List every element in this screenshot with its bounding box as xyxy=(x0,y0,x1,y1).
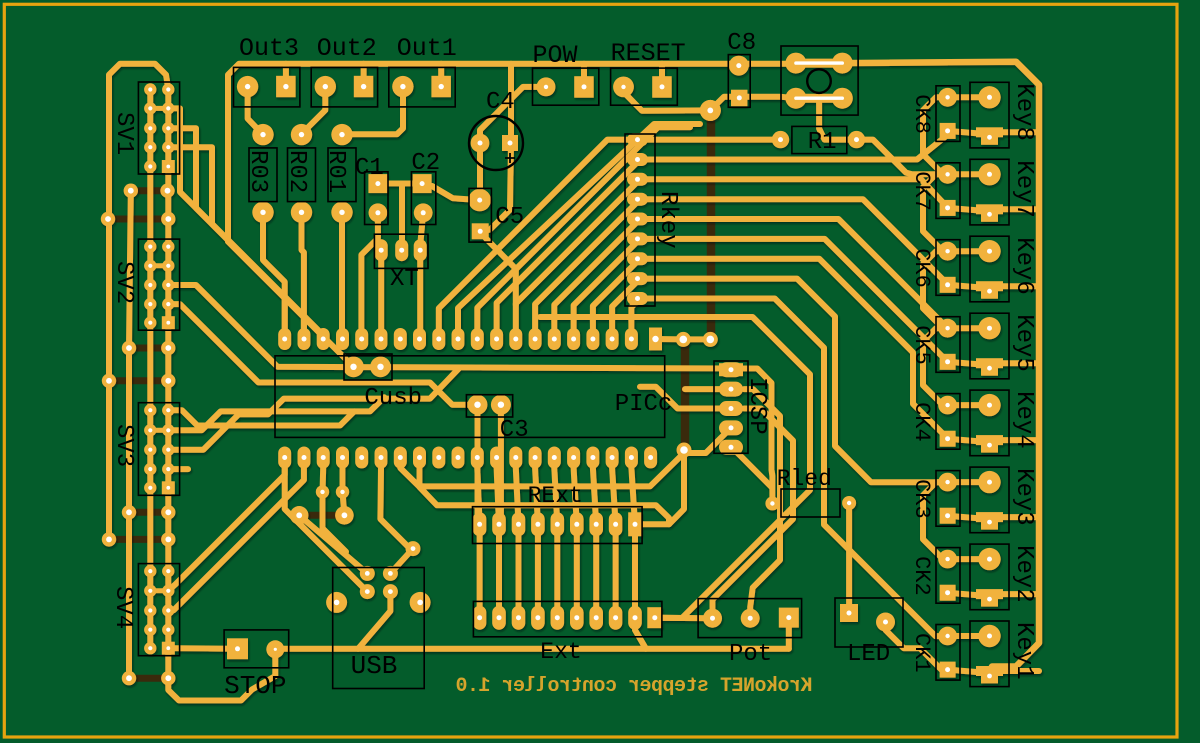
svg-text:CK1: CK1 xyxy=(909,633,934,673)
svg-text:Key4: Key4 xyxy=(1010,391,1037,449)
svg-text:PICc: PICc xyxy=(615,391,673,418)
svg-text:Key2: Key2 xyxy=(1010,545,1037,603)
svg-text:R01: R01 xyxy=(322,150,349,193)
svg-text:Rkey: Rkey xyxy=(654,191,681,249)
svg-text:SV1: SV1 xyxy=(110,112,137,155)
svg-text:SV4: SV4 xyxy=(109,586,136,629)
svg-text:RESET: RESET xyxy=(611,39,686,68)
svg-text:STOP: STOP xyxy=(224,671,286,701)
svg-text:KrokoNET stepper controller 1.: KrokoNET stepper controller 1.0 xyxy=(456,675,813,698)
svg-text:R03: R03 xyxy=(244,150,271,193)
svg-text:C3: C3 xyxy=(500,417,529,444)
svg-text:Rled: Rled xyxy=(777,466,832,492)
svg-text:C5: C5 xyxy=(495,204,524,231)
svg-text:POW: POW xyxy=(533,41,578,70)
svg-text:CK6: CK6 xyxy=(909,248,934,288)
svg-text:ICSP: ICSP xyxy=(743,377,770,435)
svg-text:Key3: Key3 xyxy=(1010,468,1037,526)
svg-text:Key6: Key6 xyxy=(1010,237,1037,295)
svg-text:R1: R1 xyxy=(808,129,837,156)
svg-text:LED: LED xyxy=(847,641,890,668)
svg-text:Key8: Key8 xyxy=(1010,83,1037,141)
svg-text:CK8: CK8 xyxy=(909,94,934,134)
svg-text:C1: C1 xyxy=(355,155,384,182)
svg-text:Out1: Out1 xyxy=(397,34,457,63)
svg-text:USB: USB xyxy=(351,651,398,681)
svg-text:Key7: Key7 xyxy=(1010,160,1037,218)
svg-text:Pot: Pot xyxy=(729,641,772,668)
svg-text:C8: C8 xyxy=(727,30,756,57)
svg-text:XT: XT xyxy=(390,266,419,293)
svg-text:Ext: Ext xyxy=(540,639,581,665)
svg-text:SV2: SV2 xyxy=(110,261,137,304)
svg-text:SV3: SV3 xyxy=(110,424,137,467)
svg-text:CK3: CK3 xyxy=(909,479,934,519)
svg-text:Key1: Key1 xyxy=(1010,622,1037,680)
svg-text:Out2: Out2 xyxy=(317,34,377,63)
svg-text:R02: R02 xyxy=(283,150,310,193)
svg-text:CK4: CK4 xyxy=(909,402,934,442)
svg-text:Out3: Out3 xyxy=(239,34,299,63)
svg-text:RExt: RExt xyxy=(528,483,583,509)
svg-text:CK5: CK5 xyxy=(909,325,934,365)
svg-text:CK7: CK7 xyxy=(909,171,934,211)
svg-text:C4: C4 xyxy=(486,89,515,116)
svg-text:Cusb: Cusb xyxy=(364,385,422,412)
svg-text:Key5: Key5 xyxy=(1010,314,1037,372)
svg-text:CK2: CK2 xyxy=(909,556,934,596)
